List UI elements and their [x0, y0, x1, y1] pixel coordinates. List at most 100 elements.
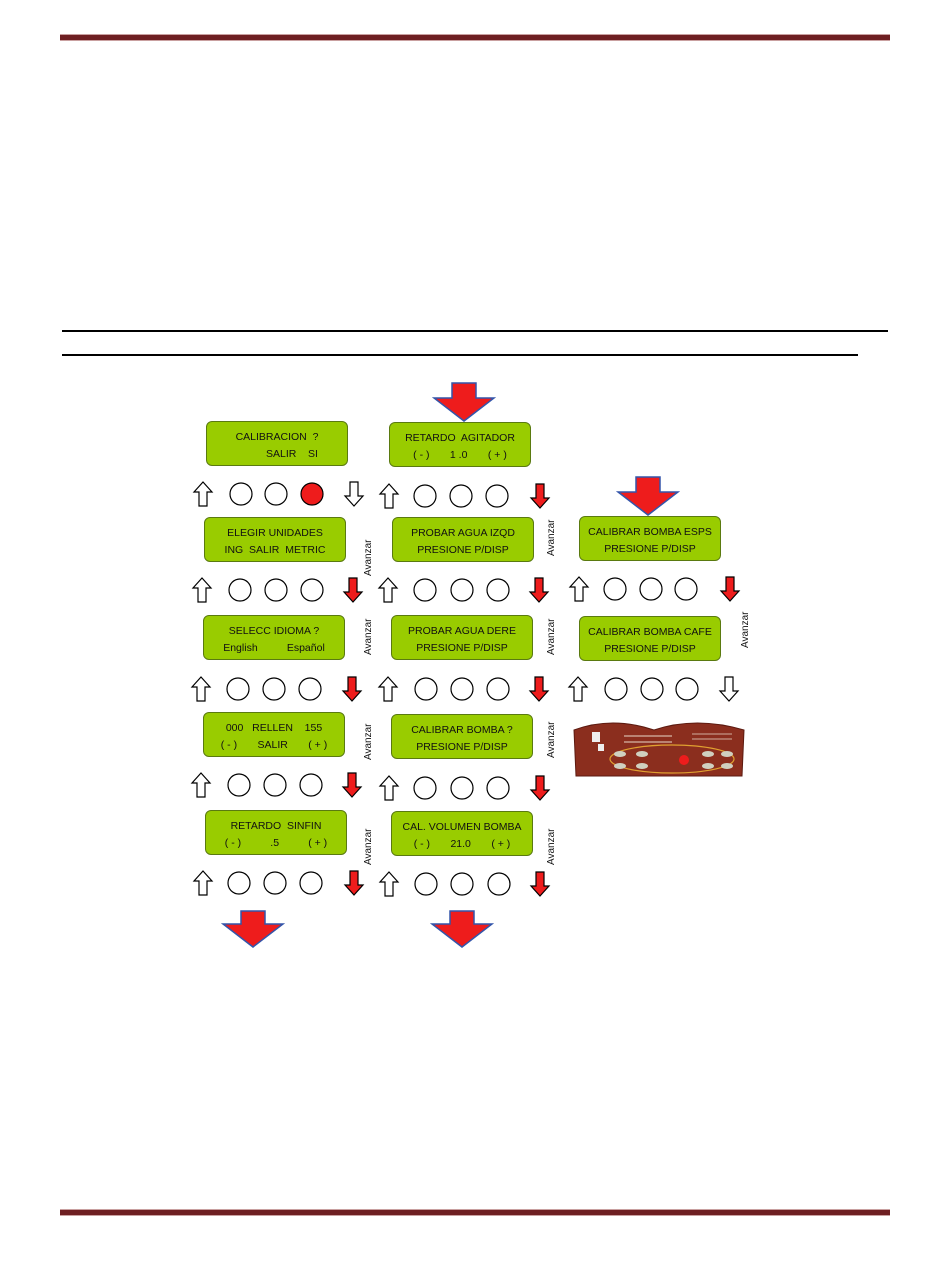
lcd-line-1: CALIBRACION ? [235, 431, 319, 443]
down-arrow-icon [342, 577, 364, 603]
lcd-line-1: SELECC IDIOMA ? [228, 625, 320, 637]
up-arrow-icon [190, 772, 212, 798]
key-button [227, 871, 251, 895]
key-button [450, 776, 474, 800]
key-button [413, 484, 437, 508]
key-button [603, 577, 627, 601]
key-button [299, 773, 323, 797]
up-arrow-icon [567, 676, 589, 702]
avanzar-label: Avanzar [546, 519, 557, 556]
down-arrow-icon [343, 481, 365, 507]
down-arrow-icon [529, 775, 551, 801]
key-button [414, 677, 438, 701]
keypad-row [190, 479, 370, 509]
key-button [604, 677, 628, 701]
lcd-calibrar-bomba-cafe: CALIBRAR BOMBA CAFE PRESIONE P/DISP [579, 616, 721, 661]
lcd-line-2: PRESIONE P/DISP [416, 642, 508, 654]
keypad-row [189, 575, 369, 605]
lcd-line-2: ( - ) .5 ( + ) [224, 837, 328, 849]
key-button [226, 677, 250, 701]
avanzar-label: Avanzar [363, 618, 374, 655]
key-button [263, 871, 287, 895]
key-button [262, 677, 286, 701]
lcd-retardo-sinfin: RETARDO SINFIN ( - ) .5 ( + ) [205, 810, 347, 855]
key-button [298, 677, 322, 701]
lcd-rellen: 000 RELLEN 155 ( - ) SALIR ( + ) [203, 712, 345, 757]
keypad-row [188, 674, 368, 704]
lcd-line-2: ( - ) 21.0 ( + ) [413, 838, 511, 850]
avanzar-label: Avanzar [546, 828, 557, 865]
key-button [263, 773, 287, 797]
keypad-row [188, 770, 368, 800]
key-button [413, 578, 437, 602]
keypad-row [566, 574, 746, 604]
down-arrow-icon [343, 870, 365, 896]
flow-down-arrow-icon [221, 910, 285, 948]
key-button [450, 677, 474, 701]
up-arrow-icon [378, 775, 400, 801]
up-arrow-icon [192, 870, 214, 896]
keypad-row [376, 773, 556, 803]
keypad-row [376, 481, 556, 511]
keypad-row [190, 868, 370, 898]
down-arrow-icon [341, 772, 363, 798]
avanzar-label: Avanzar [546, 721, 557, 758]
lcd-line-1: PROBAR AGUA IZQD [411, 527, 515, 539]
section-line-bottom [62, 354, 858, 356]
down-arrow-icon [528, 676, 550, 702]
lcd-line-1: RETARDO AGITADOR [405, 432, 515, 444]
key-button [675, 677, 699, 701]
lcd-line-1: CALIBRAR BOMBA ESPS [588, 526, 712, 538]
lcd-line-2: SALIR SI [266, 448, 318, 460]
key-button [264, 578, 288, 602]
key-button [227, 773, 251, 797]
down-arrow-icon [341, 676, 363, 702]
key-button [414, 872, 438, 896]
key-button [486, 578, 510, 602]
key-button [300, 578, 324, 602]
keypad-row [375, 575, 555, 605]
key-button-active [300, 482, 324, 506]
up-arrow-icon [378, 483, 400, 509]
lcd-calibrar-bomba: CALIBRAR BOMBA ? PRESIONE P/DISP [391, 714, 533, 759]
control-panel-illustration [573, 722, 745, 777]
up-arrow-icon [568, 576, 590, 602]
keypad-row [375, 674, 555, 704]
lcd-line-1: 000 RELLEN 155 [225, 722, 323, 734]
down-arrow-icon [718, 676, 740, 702]
key-button [450, 578, 474, 602]
lcd-probar-agua-dere: PROBAR AGUA DERE PRESIONE P/DISP [391, 615, 533, 660]
key-button [487, 872, 511, 896]
lcd-cal-volumen-bomba: CAL. VOLUMEN BOMBA ( - ) 21.0 ( + ) [391, 811, 533, 856]
lcd-line-1: CAL. VOLUMEN BOMBA [402, 821, 522, 833]
section-line-top [62, 330, 888, 332]
lcd-line-2: ING SALIR METRIC [224, 544, 326, 556]
lcd-retardo-agitador: RETARDO AGITADOR ( - ) 1 .0 ( + ) [389, 422, 531, 467]
up-arrow-icon [190, 676, 212, 702]
key-button [450, 872, 474, 896]
lcd-line-1: PROBAR AGUA DERE [408, 625, 516, 637]
down-arrow-icon [529, 483, 551, 509]
lcd-line-2: ( - ) 1 .0 ( + ) [413, 449, 507, 461]
key-button [413, 776, 437, 800]
lcd-line-1: ELEGIR UNIDADES [227, 527, 323, 539]
key-button [639, 577, 663, 601]
key-button [640, 677, 664, 701]
key-button [264, 482, 288, 506]
up-arrow-icon [377, 577, 399, 603]
down-arrow-icon [528, 577, 550, 603]
key-button [485, 484, 509, 508]
lcd-line-1: RETARDO SINFIN [230, 820, 322, 832]
footer-rule [60, 1209, 890, 1216]
up-arrow-icon [378, 871, 400, 897]
lcd-line-1: CALIBRAR BOMBA ? [411, 724, 513, 736]
lcd-line-2: ( - ) SALIR ( + ) [220, 739, 328, 751]
lcd-calibrar-bomba-esps: CALIBRAR BOMBA ESPS PRESIONE P/DISP [579, 516, 721, 561]
lcd-line-2: PRESIONE P/DISP [604, 643, 696, 655]
header-rule [60, 34, 890, 41]
lcd-line-1: CALIBRAR BOMBA CAFE [588, 626, 712, 638]
lcd-line-2: PRESIONE P/DISP [604, 543, 696, 555]
key-button [486, 677, 510, 701]
lcd-selecc-idioma: SELECC IDIOMA ? English Español [203, 615, 345, 660]
key-button [486, 776, 510, 800]
